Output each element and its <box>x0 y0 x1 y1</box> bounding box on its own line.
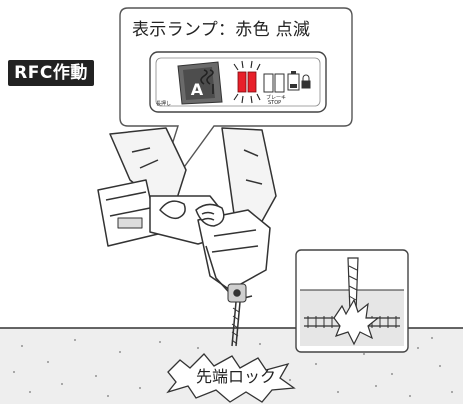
indicator-panel <box>149 51 327 113</box>
red-lamp-1 <box>237 71 247 93</box>
drill-bit-icon <box>200 69 214 94</box>
stop-label: STOP <box>268 100 282 106</box>
lock-icon <box>301 74 311 89</box>
mode-long-press-label: 長押し <box>156 101 172 107</box>
brake-label: ブレーキ <box>266 95 287 101</box>
indicator-lamp-status-text: 表示ランプ：赤色 点滅 <box>132 20 311 40</box>
blink-rays <box>233 60 261 104</box>
rfc-active-badge: RFC作動 <box>8 60 94 86</box>
red-lamp-2 <box>247 71 257 93</box>
battery-icon <box>287 71 300 91</box>
drill-operator <box>97 127 277 347</box>
drill-bit <box>231 301 241 347</box>
mode-letter: A <box>190 80 204 99</box>
tip-lock-burst <box>166 353 296 403</box>
inset-detail <box>295 249 409 353</box>
tip-lock-label: 先端ロック <box>195 367 276 386</box>
